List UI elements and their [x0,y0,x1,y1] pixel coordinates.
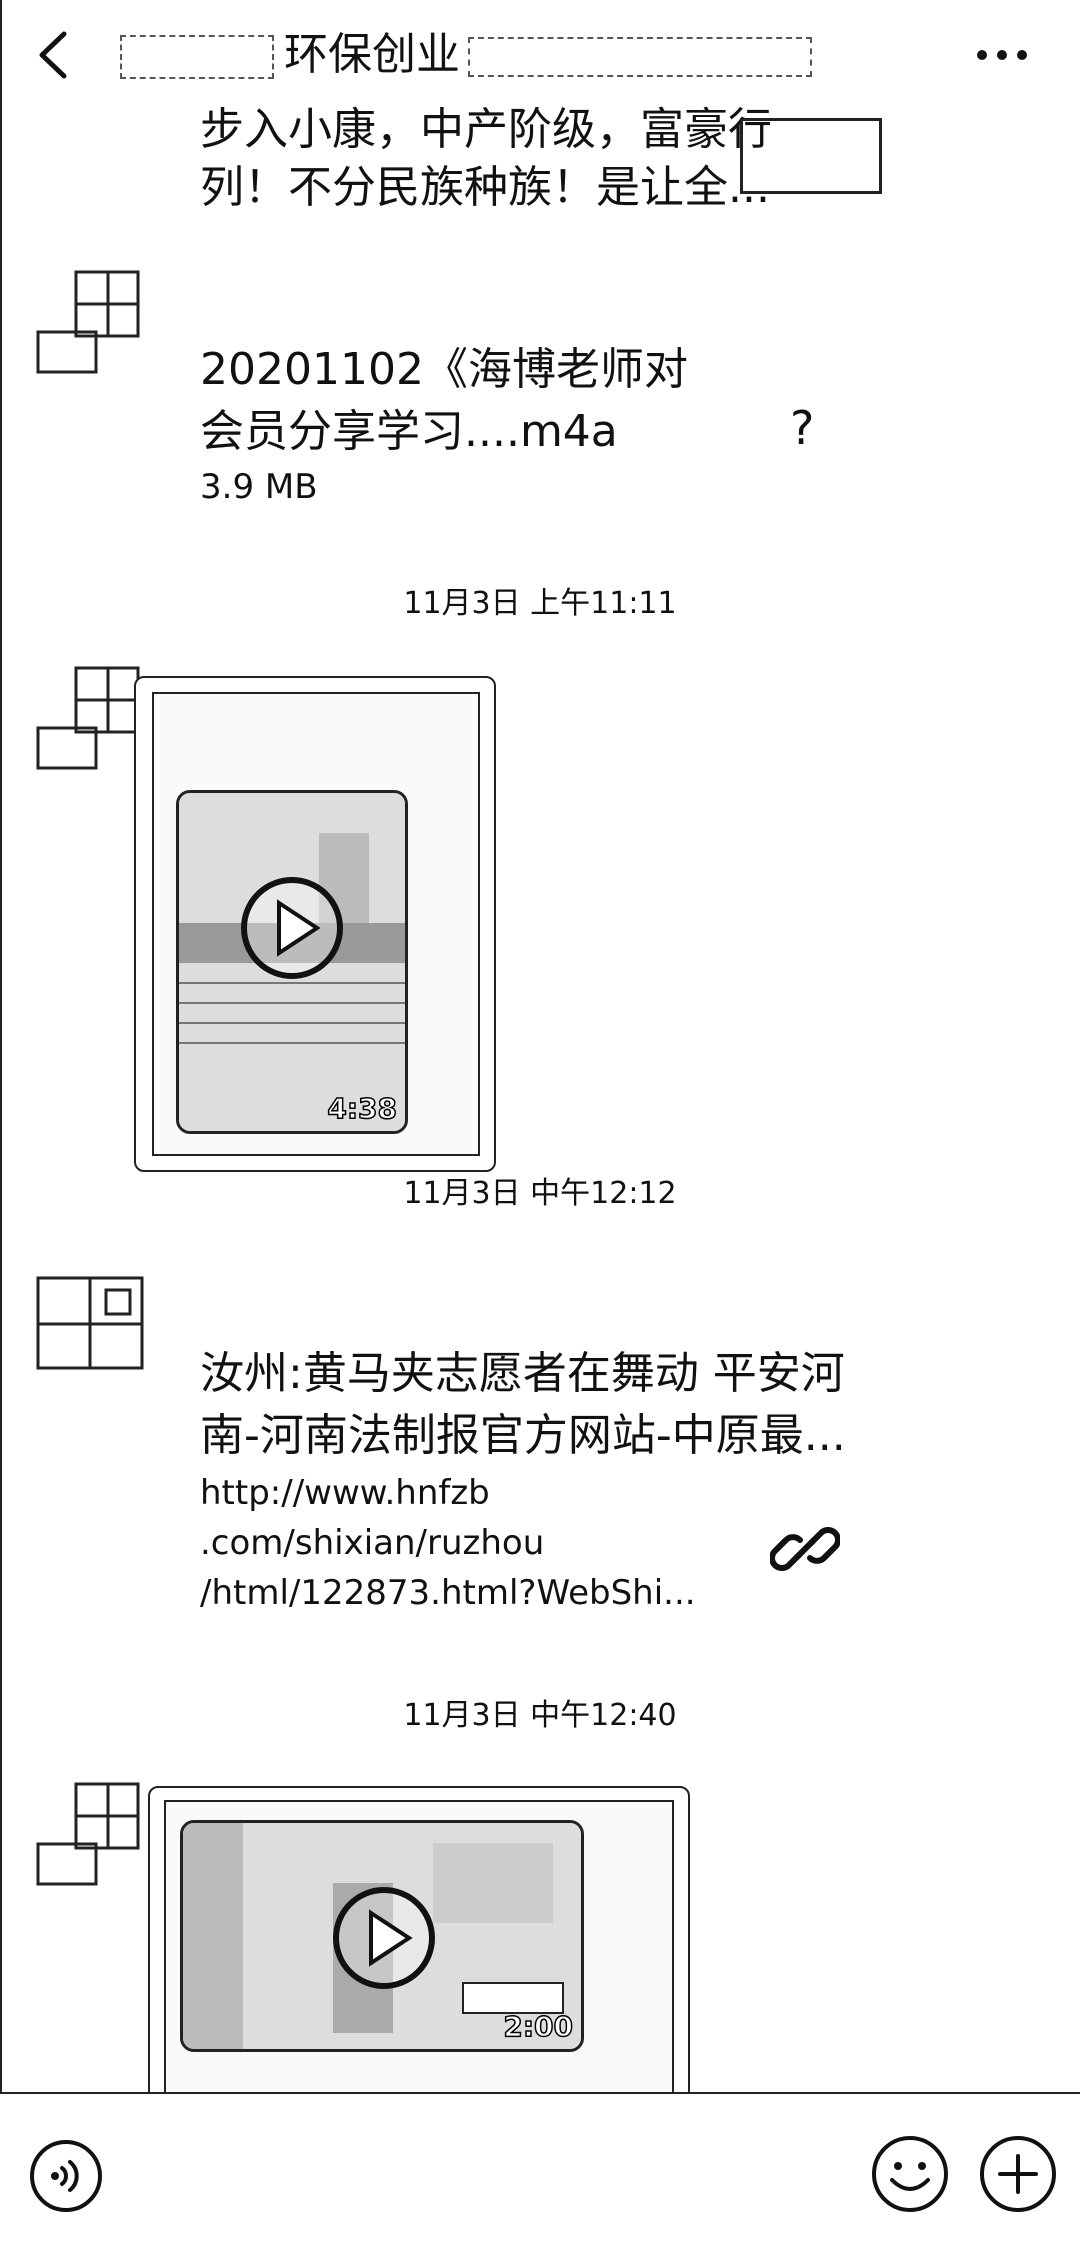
link-url-line: /html/122873.html?WebShi... [200,1573,696,1613]
link-message[interactable]: 汝州:黄马夹志愿者在舞动 平安河 南-河南法制报官方网站-中原最... http… [200,1344,900,1620]
link-title-line: 南-河南法制报官方网站-中原最... [200,1410,846,1461]
video-message[interactable]: 2:00 [148,1786,690,2108]
timestamp: 11月3日 上午11:11 [403,586,677,621]
file-size: 3.9 MB [200,467,318,507]
more-horizontal-icon [977,50,1027,60]
file-message[interactable]: 20201102《海博老师对 会员分享学习....m4a 3.9 MB ? [200,340,880,510]
back-button[interactable] [30,26,80,84]
avatar-icon [36,1782,140,1886]
video-message[interactable]: 4:38 [134,676,496,1172]
video-duration: 2:00 [503,2009,574,2044]
chevron-left-icon [39,31,67,79]
avatar-icon [36,1276,144,1370]
chat-title-text: 环保创业 [284,29,460,80]
link-url-line: http://www.hnfzb [200,1473,490,1513]
file-name-line: 20201102《海博老师对 [200,344,688,395]
play-icon[interactable] [237,873,347,983]
unknown-file-icon: ? [790,401,815,455]
avatar-icon [36,666,140,770]
link-url-line: .com/shixian/ruzhou [200,1523,545,1563]
chat-title: 环保创业 [120,28,812,82]
avatar[interactable] [36,1276,146,1386]
plus-icon[interactable] [978,2134,1058,2214]
video-scene [183,1823,581,2049]
left-edge [0,0,2,2246]
video-thumbnail: 4:38 [176,790,408,1134]
top-bar: 环保创业 [0,0,1080,110]
play-icon[interactable] [329,1883,439,1993]
avatar-icon [36,270,140,374]
video-frame: 4:38 [152,692,480,1156]
voice-icon[interactable] [28,2138,104,2214]
input-bar [0,2092,1080,2248]
article-preview-line: 步入小康，中产阶级，富豪行 [200,104,772,155]
file-name-line: 会员分享学习....m4a [200,406,618,457]
article-thumbnail [740,118,882,194]
avatar[interactable] [36,268,146,378]
emoji-icon[interactable] [870,2134,950,2214]
title-avatar-redaction [120,35,274,79]
link-icon [770,1527,840,1571]
avatar[interactable] [36,664,146,774]
title-redaction [468,37,812,77]
avatar[interactable] [36,1780,146,1890]
timestamp: 11月3日 中午12:12 [403,1176,677,1211]
article-preview-line: 列！不分民族种族！是让全... [200,162,770,213]
article-card-partial[interactable]: 步入小康，中产阶级，富豪行 列！不分民族种族！是让全... [200,100,900,213]
video-thumbnail: 2:00 [180,1820,584,2052]
link-title-line: 汝州:黄马夹志愿者在舞动 平安河 [200,1348,845,1399]
video-duration: 4:38 [327,1091,398,1126]
timestamp: 11月3日 中午12:40 [403,1698,677,1733]
video-frame: 2:00 [164,1800,674,2094]
more-button[interactable] [972,30,1032,80]
